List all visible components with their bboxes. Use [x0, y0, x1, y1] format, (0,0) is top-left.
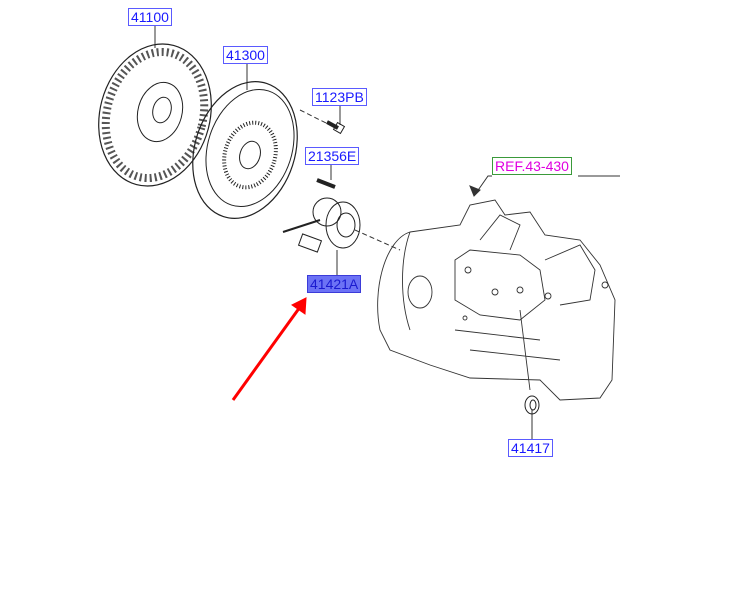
part-label-41100[interactable]: 41100 [128, 8, 172, 26]
clutch-disc-drawing [98, 43, 212, 187]
seal-drawing [524, 395, 540, 415]
part-label-41300[interactable]: 41300 [223, 46, 268, 64]
reference-label[interactable]: REF.43-430 [492, 157, 572, 175]
part-label-41421a-selected[interactable]: 41421A [307, 275, 362, 293]
bolt-drawing [316, 120, 346, 189]
part-label-21356e[interactable]: 21356E [305, 147, 360, 165]
red-pointer-arrow [231, 297, 307, 401]
release-cylinder-drawing [282, 197, 361, 253]
ref-arrowhead [469, 185, 481, 197]
transmission-drawing [377, 199, 616, 401]
part-label-41417[interactable]: 41417 [508, 439, 553, 457]
clutch-cover-drawing [192, 81, 298, 219]
part-label-1123pb[interactable]: 1123PB [312, 88, 367, 106]
